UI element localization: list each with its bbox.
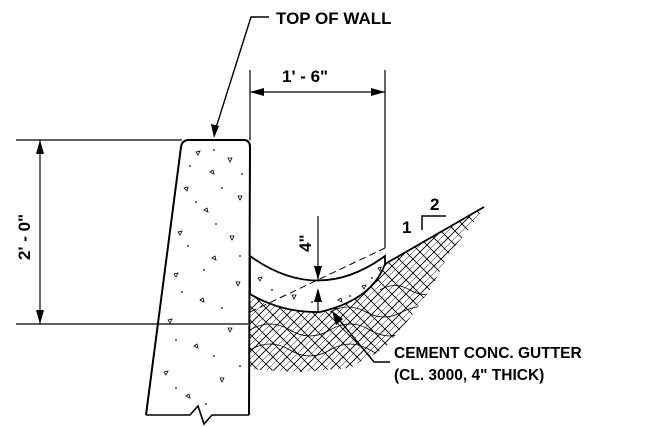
height-dimension (16, 139, 248, 325)
width-dimension (249, 70, 386, 248)
slope-rise-label: 1 (402, 218, 411, 237)
slope-run-label: 2 (430, 195, 439, 214)
gutter-note-line1: CEMENT CONC. GUTTER (394, 345, 582, 362)
top-of-wall-arrowhead (211, 124, 219, 138)
thickness-dimension (314, 216, 322, 312)
top-of-wall-leader (213, 16, 269, 135)
concrete-stipple (163, 150, 243, 399)
gutter-leader (335, 315, 390, 363)
height-dimension-label: 2' - 0" (15, 214, 34, 260)
gutter-note-line2: (CL. 3000, 4" THICK) (394, 367, 544, 384)
thickness-dimension-label: 4" (296, 234, 315, 252)
retaining-wall (145, 139, 252, 426)
width-dimension-label: 1' - 6" (282, 67, 328, 86)
slope-line (384, 206, 485, 265)
ground-line (249, 247, 386, 313)
concrete-gutter (249, 254, 386, 313)
concrete-dots (175, 149, 243, 405)
gutter-stipple (257, 266, 382, 303)
gutter-arrowhead (332, 311, 343, 325)
top-of-wall-label: TOP OF WALL (276, 9, 392, 28)
slope-triangle (421, 215, 446, 230)
